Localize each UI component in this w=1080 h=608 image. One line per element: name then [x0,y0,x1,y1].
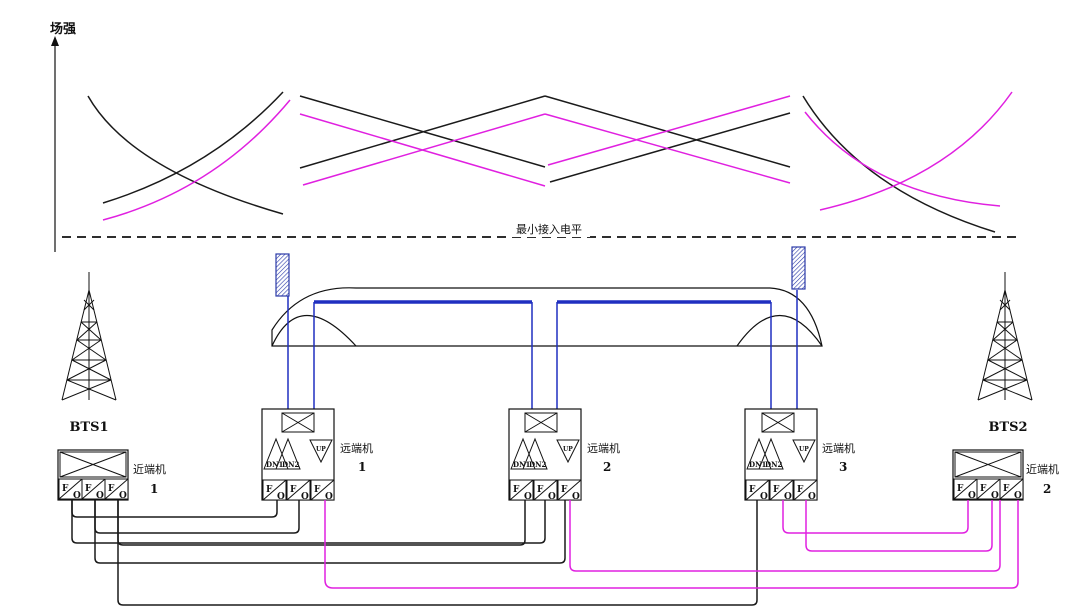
bts2-label: BTS2 [988,420,1027,435]
near-unit-1-title: 近端机 [133,462,166,476]
svg-text:UP: UP [563,446,573,453]
remote-unit-3-title: 远端机 [822,441,855,455]
remote-unit-1-number: 1 [358,460,366,474]
svg-text:O: O [524,492,532,502]
svg-text:DN1: DN1 [266,460,283,469]
signal-curves [87,91,1013,233]
svg-text:O: O [784,492,792,502]
svg-text:F: F [561,485,568,495]
remote-unit-1-title: 远端机 [340,441,373,455]
bts2-tower-icon [977,272,1033,401]
line-r2-black-rise [549,112,791,183]
feeder-cables [287,290,798,409]
svg-text:DN2: DN2 [765,460,782,469]
remote-unit-1-amplifier-icon [263,437,333,470]
svg-text:UP: UP [316,446,326,453]
curve-bts2-magenta-rising [819,91,1013,211]
remote-unit-3-amplifier-icon [746,437,816,470]
svg-text:F: F [957,484,964,494]
curve-bts2-black-falling [802,95,996,233]
near-unit-1: FO FO FO [57,449,129,501]
svg-text:O: O [277,492,285,502]
remote-unit-2-number: 2 [603,460,611,474]
svg-text:O: O [301,492,309,502]
remote-unit-2-title: 远端机 [587,441,620,455]
svg-text:DN1: DN1 [749,460,766,469]
svg-text:O: O [325,492,333,502]
svg-text:DN1: DN1 [513,460,530,469]
line-r2-magenta-rise [547,95,791,166]
svg-text:O: O [1014,491,1022,501]
remote-unit-3-combiner-icon [761,412,795,433]
curve-bts1-black-rising [102,91,284,204]
svg-text:DN2: DN2 [282,460,299,469]
curve-bts2-magenta-falling [804,111,1001,207]
tunnel-structure [271,287,823,347]
svg-text:O: O [96,491,104,501]
bts1-tower-icon [61,272,117,401]
curve-bts1-black-falling [87,95,284,215]
svg-text:UP: UP [799,446,809,453]
min-access-level: 最小接入电平 [62,223,1022,238]
line-r2-magenta-fall [544,113,791,184]
svg-text:O: O [548,492,556,502]
svg-text:F: F [314,485,321,495]
svg-text:O: O [119,491,127,501]
near-unit-1-number: 1 [150,482,158,496]
svg-text:O: O [991,491,999,501]
svg-text:O: O [808,492,816,502]
threshold-label: 最小接入电平 [516,223,582,236]
near-unit-2: FO FO FO [952,449,1024,501]
remote-unit-3: DN1 DN2 UP FO FO FO [744,408,818,502]
svg-text:F: F [1003,484,1010,494]
y-axis-label: 场强 [50,22,76,37]
svg-text:F: F [85,484,92,494]
remote-unit-2: DN1 DN2 UP FO FO FO [508,408,582,502]
svg-text:F: F [108,484,115,494]
antenna-left-icon [275,253,290,297]
remote-unit-1: DN1 DN2 UP FO FO FO [261,408,335,502]
near-unit-2-combiner-icon [954,451,1022,478]
fiber-links-black [71,500,758,606]
svg-text:F: F [980,484,987,494]
near-unit-1-combiner-icon [59,451,127,478]
svg-text:O: O [760,492,768,502]
svg-text:O: O [73,491,81,501]
fiber-links-magenta [324,500,1019,589]
remote-unit-1-combiner-icon [281,412,315,433]
curve-bts1-magenta-rising [102,99,291,221]
svg-text:F: F [749,485,756,495]
svg-text:DN2: DN2 [529,460,546,469]
svg-text:F: F [773,485,780,495]
svg-text:F: F [537,485,544,495]
antenna-right-icon [791,246,806,290]
bts1-label: BTS1 [69,420,108,435]
svg-text:F: F [797,485,804,495]
line-r1-black-rise [299,95,546,169]
svg-text:O: O [572,492,580,502]
near-unit-2-title: 近端机 [1026,462,1059,476]
svg-text:F: F [62,484,69,494]
svg-text:F: F [290,485,297,495]
near-unit-2-number: 2 [1043,482,1051,496]
remote-unit-2-combiner-icon [524,412,558,433]
remote-unit-2-amplifier-icon [510,437,580,470]
svg-text:F: F [266,485,273,495]
y-axis: 场强 [50,22,76,252]
remote-unit-3-number: 3 [839,460,847,474]
line-r1-magenta-rise [302,113,546,186]
svg-text:F: F [513,485,520,495]
svg-text:O: O [968,491,976,501]
